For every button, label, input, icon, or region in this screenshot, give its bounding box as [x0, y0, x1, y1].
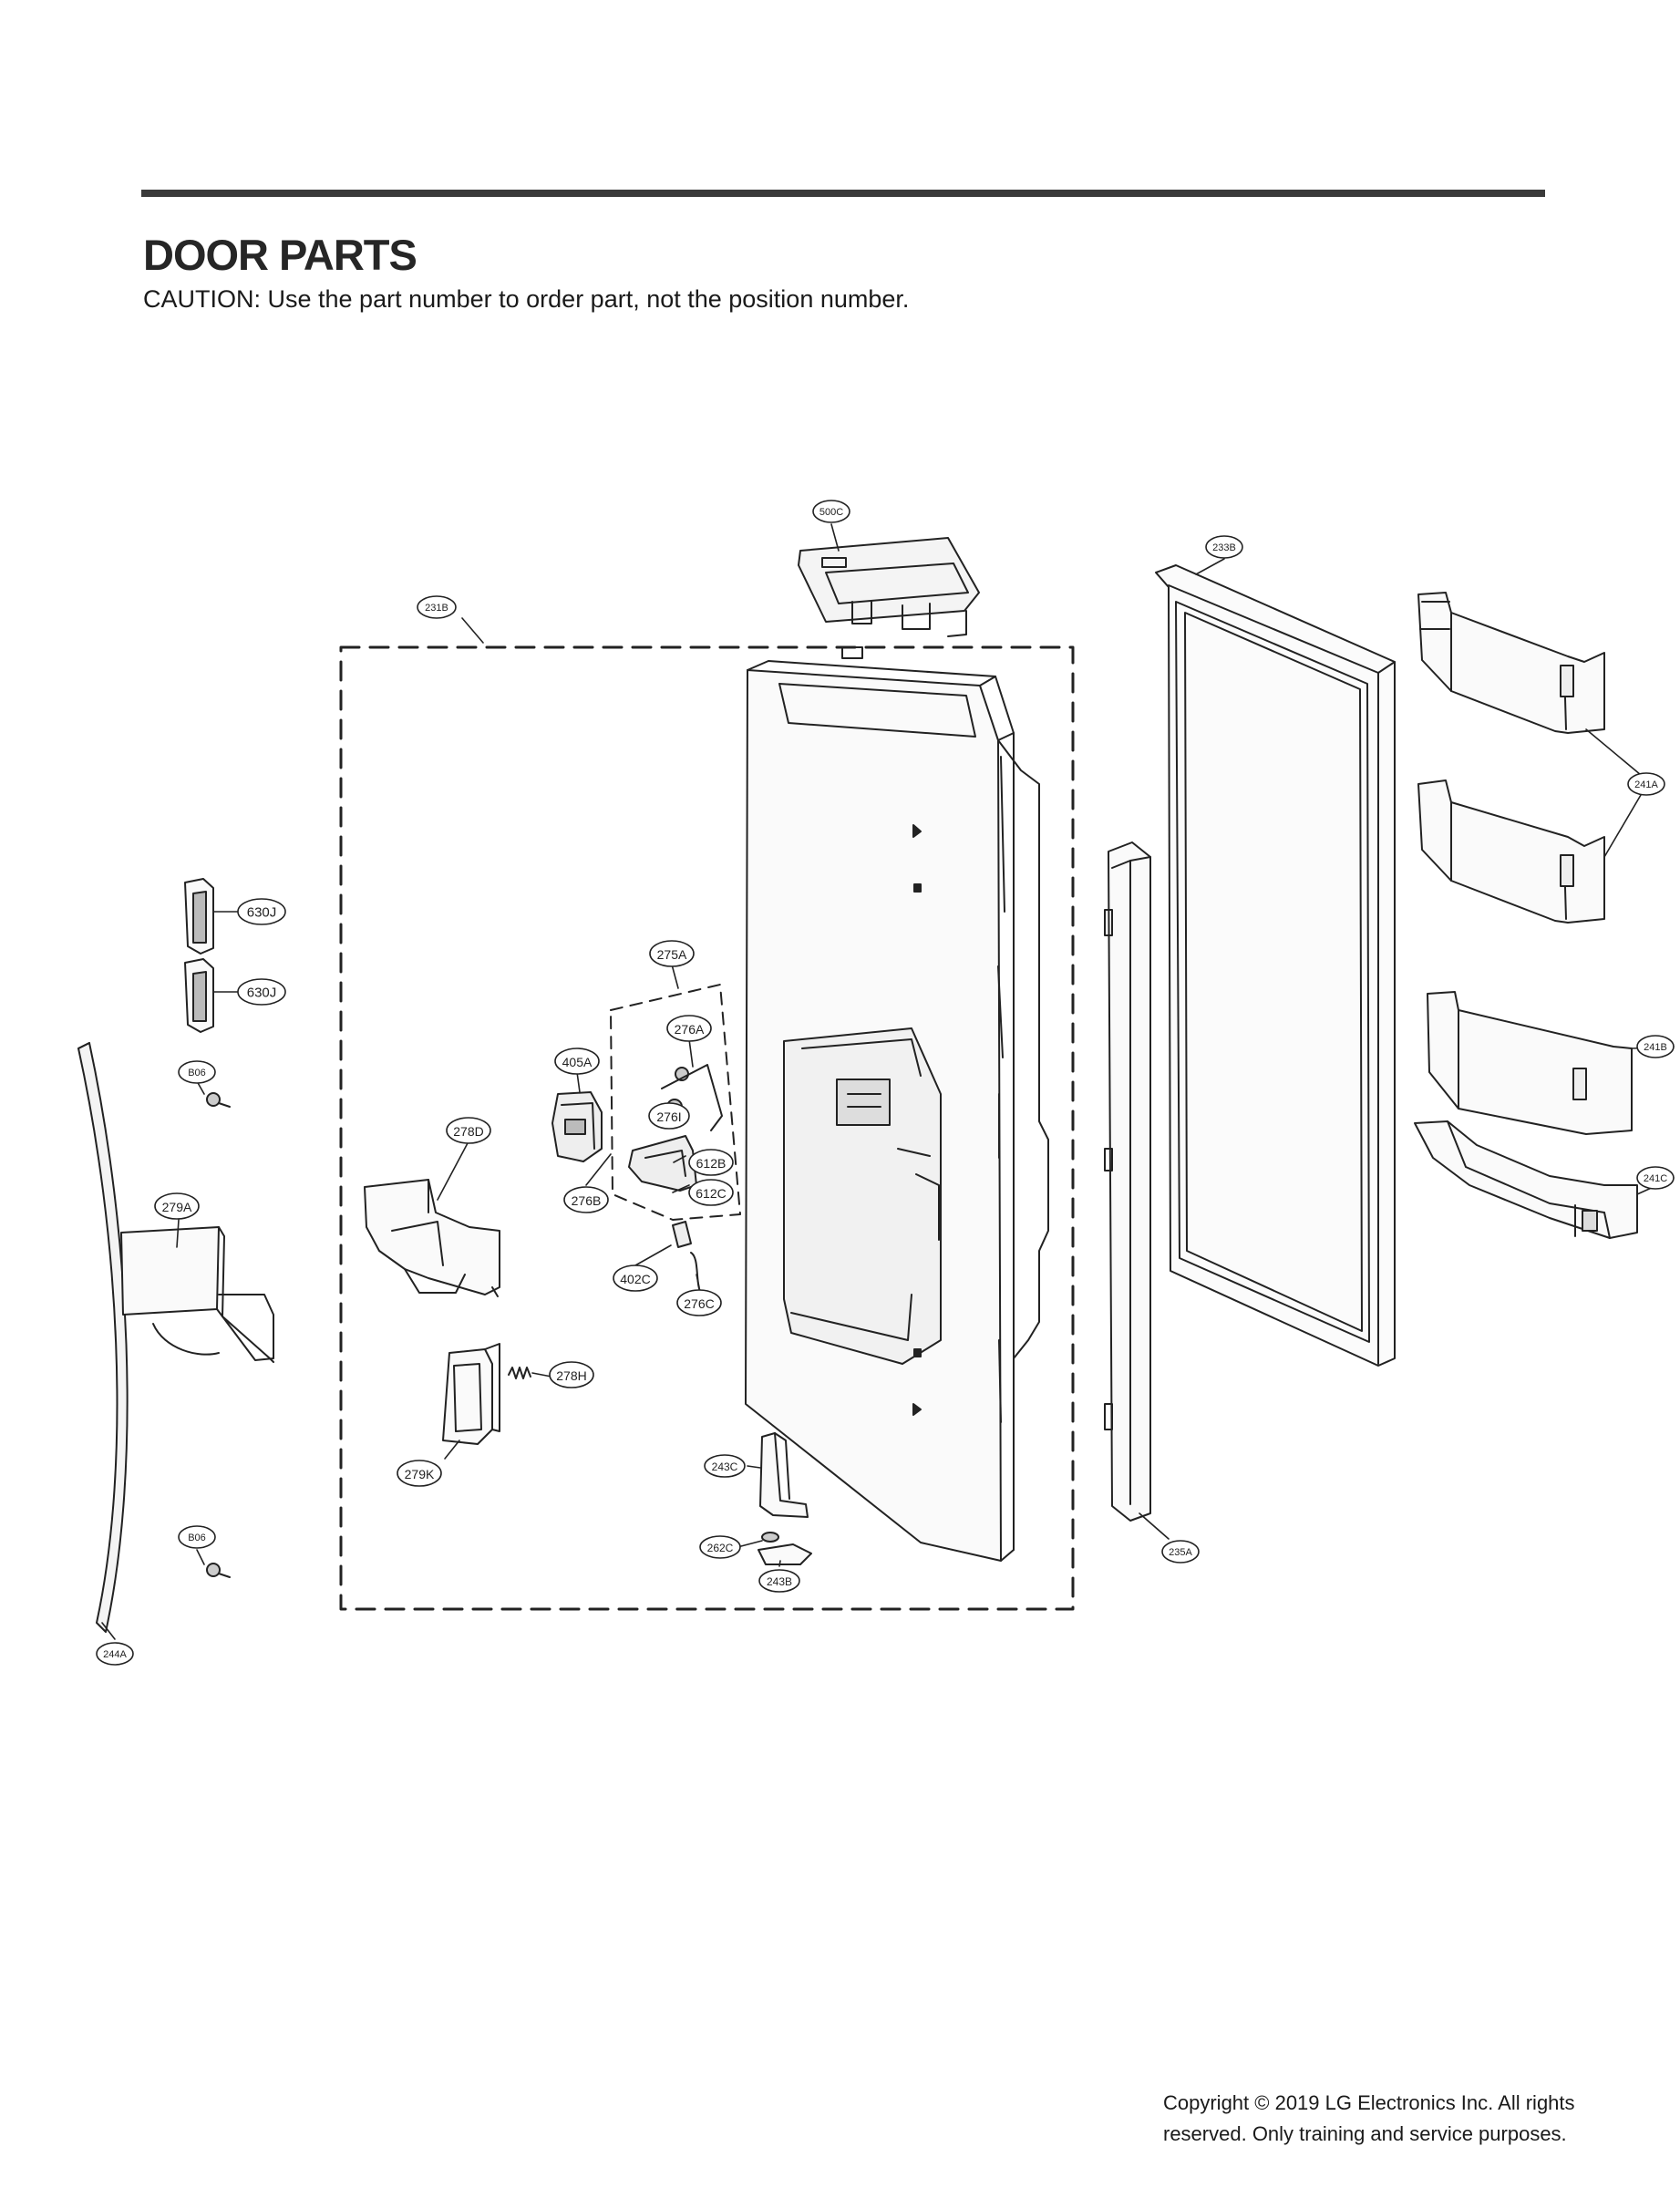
callout-630J-lower: 630J — [247, 986, 277, 1001]
callout-241B: 241B — [1644, 1042, 1667, 1053]
callout-278H-bubble — [549, 1361, 594, 1388]
callout-241C: 241C — [1644, 1173, 1667, 1184]
callout-241B-bubble — [1636, 1035, 1675, 1058]
caution-note: CAUTION: Use the part number to order pa… — [143, 285, 910, 313]
callout-276B-bubble — [563, 1186, 609, 1213]
callout-276A-bubble — [666, 1015, 712, 1042]
ice-chute-housing — [364, 1179, 500, 1297]
callout-612B: 612B — [696, 1156, 727, 1171]
callout-244A: 244A — [103, 1649, 127, 1660]
callout-243C-bubble — [704, 1454, 746, 1478]
callout-612C: 612C — [696, 1186, 726, 1201]
main-door-panel — [745, 646, 1049, 1562]
callout-235A: 235A — [1169, 1547, 1192, 1558]
callout-231B: 231B — [425, 603, 448, 614]
callout-402C: 402C — [620, 1272, 650, 1286]
callout-241A: 241A — [1634, 779, 1658, 790]
screw-upper — [206, 1092, 231, 1108]
callout-278H: 278H — [556, 1368, 586, 1383]
callout-402C-bubble — [613, 1264, 658, 1292]
dispenser-cover — [120, 1226, 274, 1363]
copyright-notice: Copyright © 2019 LG Electronics Inc. All… — [1163, 2088, 1637, 2150]
copyright-line-1: Copyright © 2019 LG Electronics Inc. All… — [1163, 2091, 1575, 2114]
screw-lower — [206, 1563, 231, 1578]
callout-500C: 500C — [819, 507, 843, 518]
dispenser-subassembly-outline — [610, 984, 741, 1221]
callout-279A-bubble — [154, 1192, 200, 1220]
door-side-strip — [1104, 841, 1151, 1522]
door-bin-small — [1427, 991, 1633, 1135]
callout-276A: 276A — [675, 1022, 705, 1037]
hinge-washer — [761, 1532, 779, 1543]
callout-276C: 276C — [684, 1296, 714, 1311]
callout-630J-upper-bubble — [237, 898, 286, 925]
copyright-line-2: reserved. Only training and service purp… — [1163, 2122, 1567, 2145]
dispenser-switch — [672, 1221, 703, 1295]
callout-231B-bubble — [417, 595, 457, 619]
callout-B06-upper: B06 — [188, 1068, 206, 1079]
callout-279K: 279K — [405, 1467, 435, 1481]
dispenser-lever — [442, 1343, 500, 1445]
callout-275A-bubble — [649, 940, 695, 967]
callout-276I: 276I — [656, 1109, 681, 1124]
lower-hinge — [758, 1543, 812, 1565]
callout-243B-bubble — [758, 1569, 800, 1593]
door-assembly-outline — [339, 645, 1075, 1611]
callout-275A: 275A — [657, 947, 687, 962]
trim-cap-upper — [184, 878, 214, 955]
callout-279K-bubble — [397, 1460, 442, 1487]
page-title: DOOR PARTS — [143, 231, 417, 279]
door-gasket — [1155, 564, 1396, 1367]
callout-278D: 278D — [453, 1124, 483, 1139]
trim-cap-lower — [184, 958, 214, 1033]
door-bin-lower — [1417, 779, 1605, 924]
callout-233B-bubble — [1205, 535, 1243, 559]
callout-630J-upper: 630J — [247, 905, 277, 921]
callout-612B-bubble — [688, 1149, 734, 1176]
callout-405A-bubble — [554, 1048, 600, 1075]
callout-279A: 279A — [162, 1200, 192, 1214]
lower-hinge-bracket — [759, 1432, 809, 1518]
callout-B06-upper-bubble — [178, 1060, 216, 1084]
dispenser-motor — [551, 1091, 603, 1162]
callout-405A: 405A — [562, 1055, 593, 1069]
callout-B06-lower: B06 — [188, 1533, 206, 1543]
curved-door-trim — [77, 1042, 129, 1633]
callout-278D-bubble — [446, 1117, 491, 1144]
door-bin-tray — [1414, 1120, 1638, 1239]
callout-612C-bubble — [688, 1179, 734, 1206]
callout-235A-bubble — [1161, 1540, 1200, 1564]
callout-241C-bubble — [1636, 1166, 1675, 1190]
callout-262C-bubble — [699, 1535, 741, 1559]
callout-262C: 262C — [707, 1542, 734, 1554]
callout-630J-lower-bubble — [237, 978, 286, 1006]
callout-276B: 276B — [572, 1193, 602, 1208]
callout-500C-bubble — [812, 500, 850, 523]
callout-B06-lower-bubble — [178, 1525, 216, 1549]
callout-233B: 233B — [1212, 542, 1236, 553]
door-bin-upper — [1417, 592, 1605, 734]
callout-276C-bubble — [676, 1289, 722, 1316]
header-rule — [141, 190, 1545, 197]
callout-276I-bubble — [648, 1102, 690, 1130]
callout-243C: 243C — [712, 1460, 738, 1473]
top-hinge-part — [798, 537, 980, 637]
callout-244A-bubble — [96, 1642, 134, 1666]
callout-241A-bubble — [1627, 772, 1665, 796]
spring — [508, 1367, 531, 1379]
callout-243B: 243B — [767, 1575, 792, 1588]
